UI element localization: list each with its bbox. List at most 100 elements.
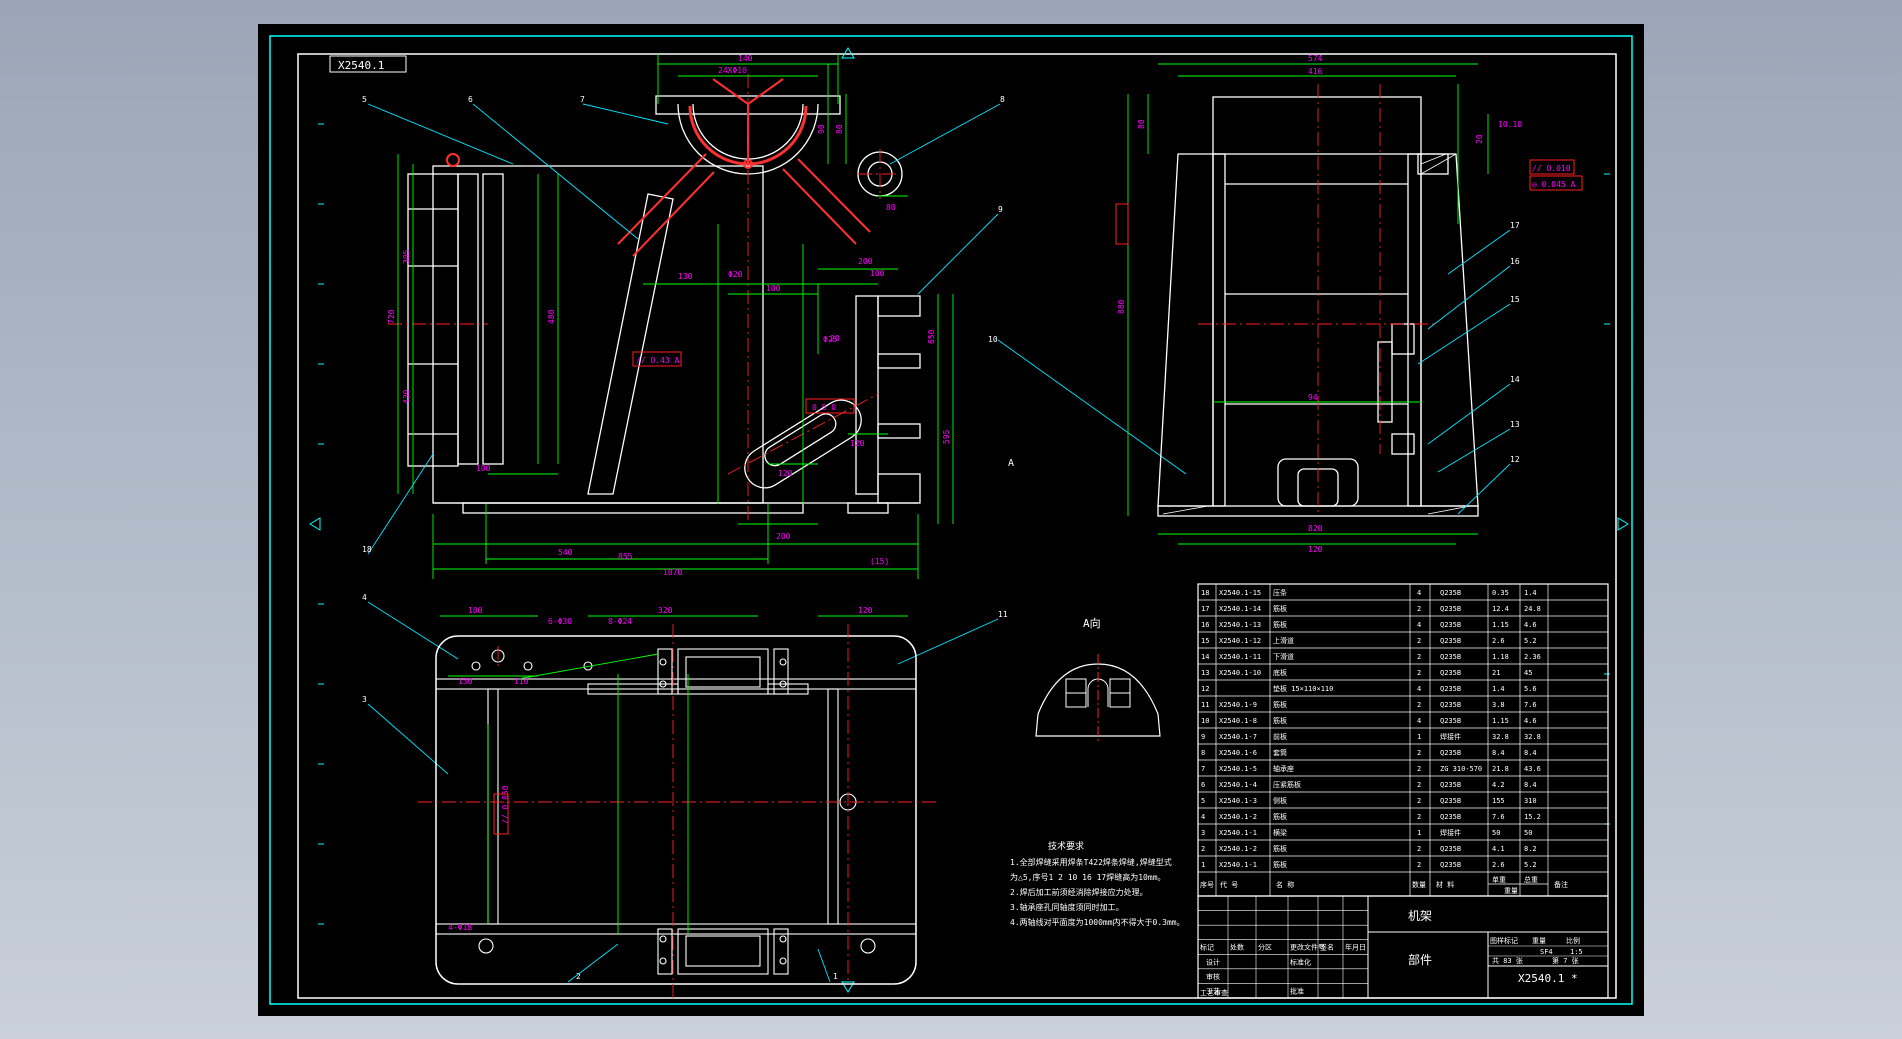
svg-text:130: 130 (678, 272, 693, 281)
bom-cell-unit-weight: 4.1 (1492, 845, 1505, 853)
bom-cell-qty: 1 (1417, 733, 1421, 741)
tb-sheet-no: 第 7 张 (1552, 956, 1579, 965)
bom-header: 序号代 号名 称数量材 料单重总重重量备注 (1200, 875, 1568, 895)
svg-text:100: 100 (468, 606, 483, 615)
bom-cell-name: 筋板 (1273, 844, 1287, 853)
bom-cell-qty: 2 (1417, 701, 1421, 709)
part-no-10: 10 (988, 335, 998, 344)
svg-text:650: 650 (927, 329, 936, 344)
tech-line-4: 3.轴承座孔同轴度须同时加工。 (1010, 902, 1124, 912)
tolerance-frame-1: // 0.43 A (636, 356, 680, 365)
tb-drawing-number: X2540.1 * (1518, 972, 1578, 985)
tb-label-design: 设计 (1206, 957, 1220, 966)
tech-line-5: 4.两轴线对平面度为1000mm内不得大于0.3mm。 (1010, 917, 1185, 927)
bom-cell-unit-weight: 2.6 (1492, 861, 1505, 869)
svg-text:320: 320 (658, 606, 673, 615)
bom-cell-qty: 2 (1417, 653, 1421, 661)
tech-requirements: 技术要求 1.全部焊缝采用焊条T422焊条焊缝,焊缝型式 为△5,序号1 2 1… (1010, 840, 1185, 927)
title-block[interactable]: 标记处数分区更改文件号签名年月日设计标准化审核工艺批准工艺审查机架部件X2540… (1197, 895, 1609, 999)
bom-cell-no: 16 (1201, 621, 1209, 629)
side-view[interactable]: 574 416 880 80 820 120 94 20 10.10 // 0.… (1115, 54, 1583, 554)
tb-category: 部件 (1408, 952, 1432, 967)
bom-cell-unit-weight: 21 (1492, 669, 1500, 677)
svg-text:100: 100 (476, 464, 491, 473)
bom-cell-qty: 2 (1417, 861, 1421, 869)
bom-cell-code: X2540.1-5 (1219, 765, 1257, 773)
bom-cell-total-weight: 4.6 (1524, 621, 1537, 629)
bom-cell-total-weight: 7.6 (1524, 701, 1537, 709)
bom-cell-unit-weight: 1.4 (1492, 685, 1505, 693)
svg-text:4-Φ18: 4-Φ18 (448, 923, 472, 932)
bom-cell-material: ZG 310-570 (1440, 765, 1482, 773)
bom-cell-total-weight: 8.2 (1524, 845, 1537, 853)
svg-text:(15): (15) (870, 557, 889, 566)
drawing-sheet[interactable]: X2540.1 (258, 24, 1644, 1016)
bom-cell-total-weight: 24.8 (1524, 605, 1541, 613)
svg-text:574: 574 (1308, 54, 1323, 63)
svg-text:140: 140 (738, 54, 753, 63)
tb-label-sign: 签名 (1320, 943, 1334, 952)
svg-text:8-Φ24: 8-Φ24 (608, 617, 632, 626)
bom-cell-no: 11 (1201, 701, 1209, 709)
bom-cell-no: 7 (1201, 765, 1205, 773)
bom-cell-no: 6 (1201, 781, 1205, 789)
bom-cell-no: 14 (1201, 653, 1209, 661)
tb-label-count: 处数 (1230, 943, 1244, 952)
part-no-14: 14 (1510, 375, 1520, 384)
bom-cell-material: Q235B (1440, 701, 1461, 709)
part-no-11: 11 (998, 610, 1008, 619)
bom-cell-code: X2540.1-10 (1219, 669, 1261, 677)
inner-frame (297, 53, 1617, 999)
svg-text:// 0.050: // 0.050 (501, 785, 510, 824)
bom-cell-total-weight: 5.2 (1524, 861, 1537, 869)
svg-text:720: 720 (387, 309, 396, 324)
tb-label-review: 审核 (1206, 972, 1220, 981)
bom-cell-name: 筋板 (1273, 620, 1287, 629)
bom-cell-no: 2 (1201, 845, 1205, 853)
frame-ticks (318, 123, 1610, 925)
svg-text:2: 2 (576, 972, 581, 981)
part-no-17: 17 (1510, 221, 1520, 230)
outer-frame (269, 35, 1633, 1005)
front-view[interactable]: 140 24XΦ10 855 1070 540 200 720 305 430 … (362, 54, 1187, 775)
svg-text:110: 110 (514, 677, 529, 686)
bom-cell-unit-weight: 8.4 (1492, 749, 1505, 757)
svg-text:20: 20 (1475, 134, 1484, 144)
svg-text:100: 100 (766, 284, 781, 293)
a-view[interactable]: A向 (1035, 616, 1161, 744)
bom-cell-no: 15 (1201, 637, 1209, 645)
bom-cell-code: X2540.1-1 (1219, 861, 1257, 869)
bom-cell-qty: 2 (1417, 605, 1421, 613)
tech-requirements-title: 技术要求 (1048, 840, 1084, 852)
bom-cell-unit-weight: 1.15 (1492, 717, 1509, 725)
bom-cell-code: X2540.1-14 (1219, 605, 1261, 613)
tolerance-frame-2: 0.5 0 (812, 403, 836, 412)
bom-cell-code: X2540.1-9 (1219, 701, 1257, 709)
bom-cell-code: X2540.1-11 (1219, 653, 1261, 661)
bom-cell-no: 10 (1201, 717, 1209, 725)
bom-cell-qty: 2 (1417, 749, 1421, 757)
bom-header-unit-weight: 单重 (1492, 875, 1506, 884)
svg-text:880: 880 (1117, 299, 1126, 314)
bom-cell-total-weight: 15.2 (1524, 813, 1541, 821)
bom-cell-no: 3 (1201, 829, 1205, 837)
svg-text:120: 120 (1308, 545, 1323, 554)
bom-cell-code: X2540.1-3 (1219, 797, 1257, 805)
part-no-9: 9 (998, 205, 1003, 214)
bom-cell-code: X2540.1-12 (1219, 637, 1261, 645)
top-view[interactable]: 100 6-Φ30 320 8-Φ24 120 130 110 4-Φ18 //… (418, 606, 938, 999)
bom-cell-no: 1 (1201, 861, 1205, 869)
bom-header-remark: 备注 (1554, 880, 1568, 889)
svg-text:120: 120 (778, 469, 793, 478)
bom-cell-no: 17 (1201, 605, 1209, 613)
